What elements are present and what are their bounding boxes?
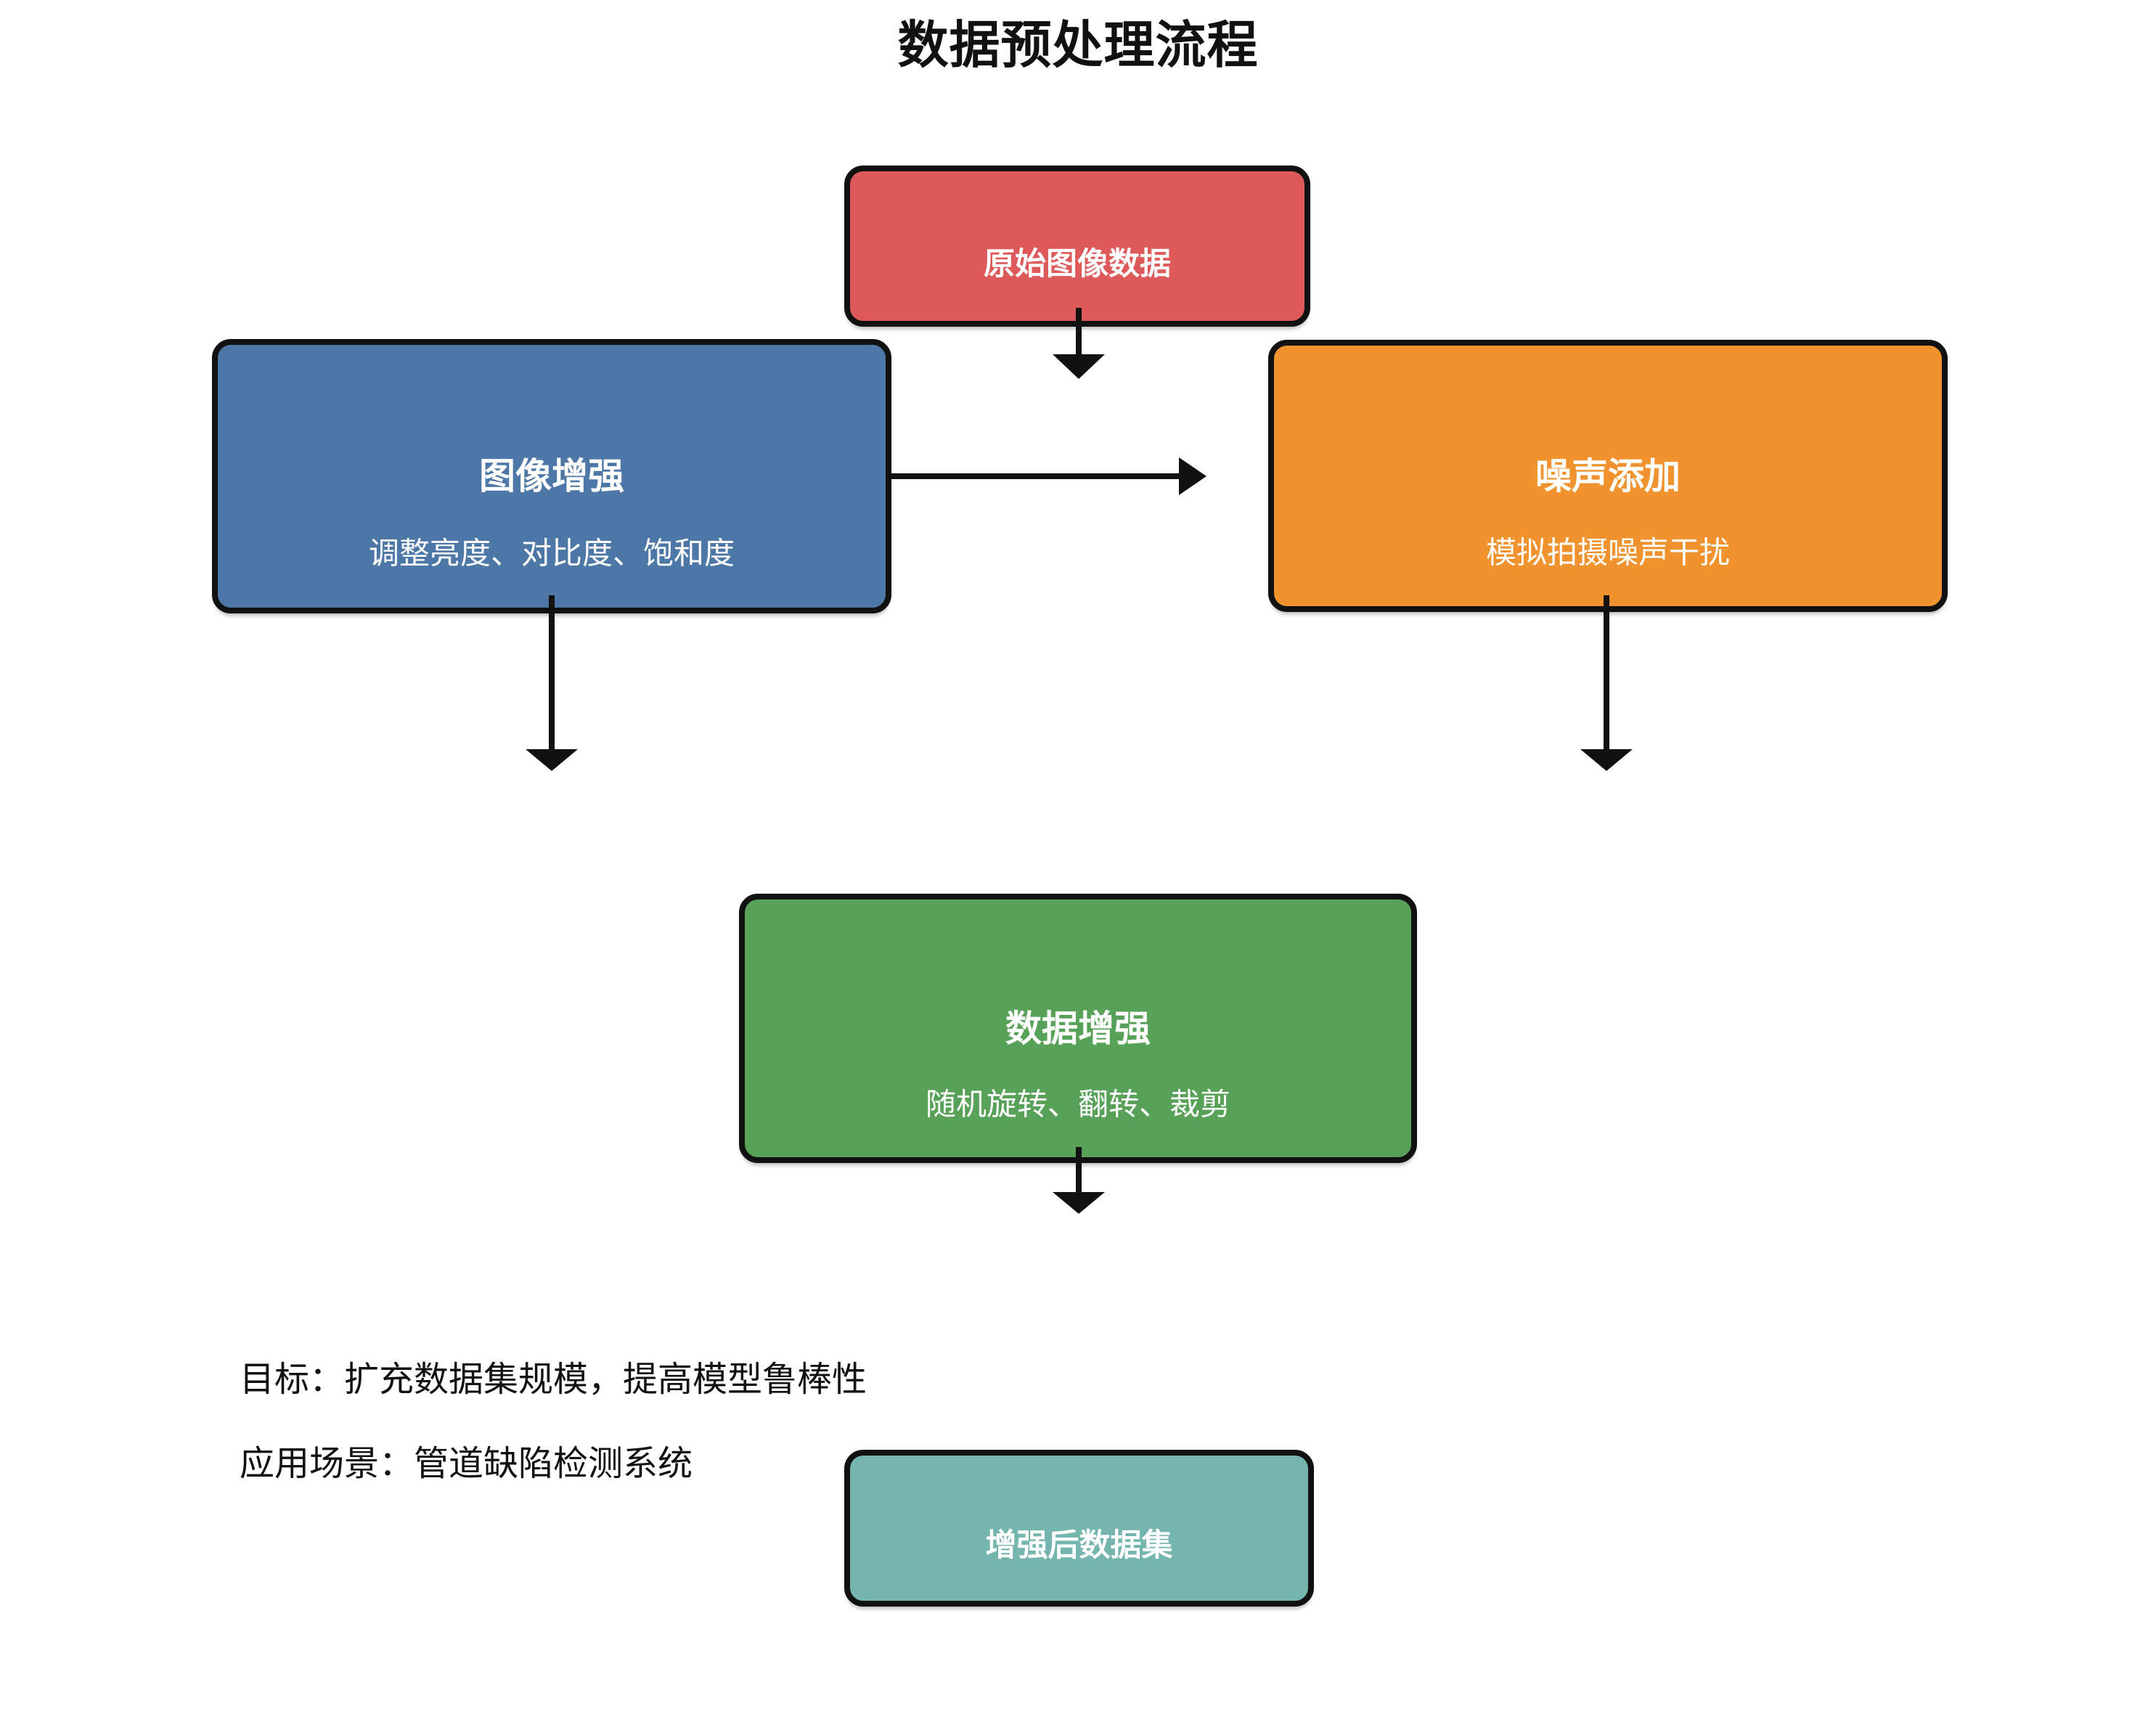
node-noise-title: 噪声添加 xyxy=(1535,455,1681,497)
arrow-enhance-down xyxy=(526,595,578,771)
node-augment-subtitle: 随机旋转、翻转、裁剪 xyxy=(925,1087,1230,1122)
node-data-augmentation: 数据增强 随机旋转、翻转、裁剪 xyxy=(739,894,1417,1163)
node-augment-title: 数据增强 xyxy=(1005,1008,1151,1049)
note-scenario: 应用场景：管道缺陷检测系统 xyxy=(240,1445,693,1483)
node-augmented-dataset: 增强后数据集 xyxy=(844,1450,1314,1607)
diagram-title: 数据预处理流程 xyxy=(897,17,1259,73)
node-raw-label: 原始图像数据 xyxy=(984,246,1171,282)
node-noise-subtitle: 模拟拍摄噪声干扰 xyxy=(1485,535,1730,570)
node-enhance-title: 图像增强 xyxy=(479,456,624,497)
node-enhance-subtitle: 调整亮度、对比度、饱和度 xyxy=(368,536,735,571)
arrow-noise-down xyxy=(1580,595,1633,771)
arrow-enhance-to-noise xyxy=(889,457,1206,495)
note-goal: 目标：扩充数据集规模，提高模型鲁棒性 xyxy=(240,1360,867,1399)
node-image-enhancement: 图像增强 调整亮度、对比度、饱和度 xyxy=(212,339,891,613)
node-noise-addition: 噪声添加 模拟拍摄噪声干扰 xyxy=(1268,340,1948,612)
node-raw-image-data: 原始图像数据 xyxy=(844,166,1310,327)
node-dataset-label: 增强后数据集 xyxy=(985,1528,1173,1563)
